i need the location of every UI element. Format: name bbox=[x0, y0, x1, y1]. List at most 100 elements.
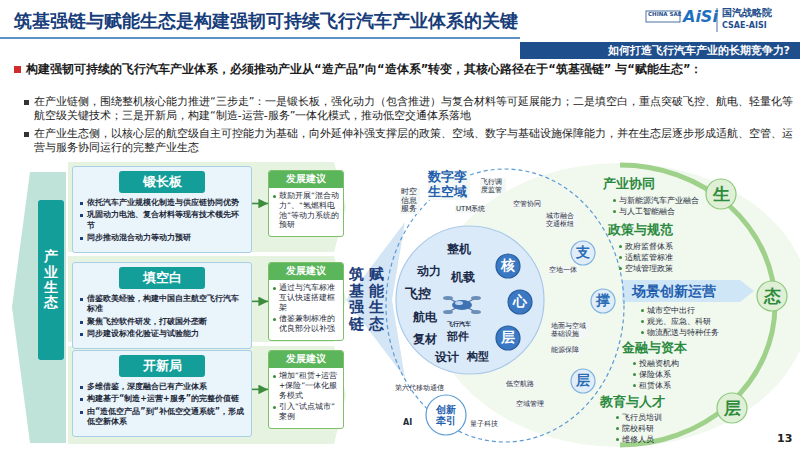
node-text: 同步建设标准化验证与试验能力 bbox=[79, 329, 245, 339]
group-item: 保险体系 bbox=[632, 370, 671, 379]
node-heading: 层 bbox=[724, 397, 741, 420]
item-text: 时空信息服务 bbox=[400, 188, 420, 214]
vertical-heading: 筑基强链 bbox=[349, 266, 364, 332]
group-heading: 政策与规范 bbox=[608, 222, 673, 238]
item-text: 部件 bbox=[447, 331, 469, 344]
strategy-box: 锻长板依托汽车产业规模化制造与供应链协同优势巩固动力电池、复合材料等现有技术领先… bbox=[72, 166, 252, 253]
group-item: 适航监管标准 bbox=[618, 253, 673, 262]
node-heading: 态 bbox=[764, 285, 781, 308]
item-text: 构型 bbox=[467, 351, 489, 364]
ring-outline bbox=[386, 169, 624, 442]
layer-letter: 生 bbox=[705, 178, 737, 210]
group-item: 城市空中出行 bbox=[640, 306, 695, 315]
node-text: 构建基于“制造+运营+服务”的完整价值链 bbox=[79, 394, 245, 404]
group-item: 维修人员 bbox=[615, 435, 654, 444]
node-text: 由“造低空产品”到“补低空交通系统”，形成低空新体系 bbox=[79, 407, 245, 428]
item-text: 空地一体 bbox=[548, 266, 578, 274]
item-text: 数字孪生空域 bbox=[428, 170, 470, 200]
circle-outline bbox=[571, 241, 595, 265]
circle-outline bbox=[571, 369, 595, 393]
node-heading: 心 bbox=[513, 293, 527, 311]
layer-letter: 态 bbox=[756, 280, 788, 312]
node-text: 多维借鉴，深度融合已有产业体系 bbox=[79, 382, 245, 392]
slide-title: 筑基强链与赋能生态是构建强韧可持续飞行汽车产业体系的关键 bbox=[14, 9, 518, 33]
node-heading: 创新牵引 bbox=[435, 404, 457, 426]
node-heading: 撑 bbox=[596, 292, 610, 310]
bullet-text: 构建强韧可持续的飞行汽车产业体系，必须推动产业从“造产品”向“造体系”转变，其核… bbox=[14, 62, 796, 76]
node-heading: 生 bbox=[713, 183, 730, 206]
group-heading: 场景创新运营 bbox=[632, 283, 716, 301]
node-heading: 层 bbox=[576, 372, 590, 390]
title-rule bbox=[0, 37, 520, 39]
chain-chevron bbox=[12, 172, 66, 443]
item-text: UTM系统 bbox=[455, 205, 486, 213]
page-number: 13 bbox=[777, 432, 792, 446]
item-text: 飞行调度监管 bbox=[480, 178, 506, 194]
logo-text: 国汽战略院 bbox=[722, 7, 772, 20]
node-text: 同步推动混合动力等动力预研 bbox=[79, 233, 245, 243]
circle-outline bbox=[757, 281, 787, 311]
group-heading: 产业协同 bbox=[603, 176, 655, 192]
layer-letter: 层 bbox=[570, 368, 596, 394]
circle-outline bbox=[717, 393, 747, 423]
group-item: 政府监督体系 bbox=[618, 242, 673, 251]
circle-outline bbox=[496, 254, 520, 278]
node-text: 借鉴兼制标准的优良部分以补强 bbox=[269, 314, 343, 334]
node-text: 聚焦飞控软件研发，打破国外垄断 bbox=[79, 317, 245, 327]
node-heading: 筑基强链 bbox=[349, 266, 364, 332]
node-heading: 开新局 bbox=[119, 355, 205, 377]
strategy-box: 开新局多维借鉴，深度融合已有产业体系构建基于“制造+运营+服务”的完整价值链由“… bbox=[72, 350, 252, 437]
node-text: 借鉴欧美经验，构建中国自主航空飞行汽车标准 bbox=[79, 294, 245, 315]
node-text: 引入“试点城市”案例 bbox=[269, 402, 343, 422]
node-heading: 发展建议 bbox=[269, 263, 343, 280]
circle-outline bbox=[706, 179, 736, 209]
node-heading: 核 bbox=[501, 257, 515, 275]
connector-arrow bbox=[252, 389, 268, 391]
layer-letter: 心 bbox=[507, 289, 533, 315]
node-text: 巩固动力电池、复合材料等现有技术领先环节 bbox=[79, 210, 245, 231]
flying-car-icon bbox=[443, 296, 481, 314]
node-text: 增加“租赁+运营+保险”一体化服务模式 bbox=[269, 371, 343, 400]
advice-box: 发展建议鼓励开展“混合动力”、“氢燃料电池”等动力系统的预研 bbox=[268, 170, 344, 237]
subtitle-band: 如何打造飞行汽车产业的长期竞争力? bbox=[520, 42, 800, 59]
core-circle: 整机动力机载飞控飞行汽车航电复材部件设计构型核心层 bbox=[395, 225, 545, 375]
item-text: 空域管理 bbox=[515, 400, 545, 408]
bullet-text: 在产业链侧，围绕整机核心能力推进“三步走”：一是锻长板，强化动力（包含推进）与复… bbox=[24, 95, 794, 123]
tech-label: 第六代移动通信 bbox=[395, 384, 444, 393]
group-heading: 教育与人才 bbox=[600, 394, 665, 410]
group-item: 租赁体系 bbox=[632, 381, 671, 390]
item-text: 复材 bbox=[413, 333, 437, 347]
layer-letter: 撑 bbox=[590, 288, 616, 314]
layer-letter: 层 bbox=[716, 392, 748, 424]
node-heading: 发展建议 bbox=[269, 351, 343, 368]
advice-box: 发展建议增加“租赁+运营+保险”一体化服务模式引入“试点城市”案例 bbox=[268, 350, 344, 429]
item-text: 整机 bbox=[447, 243, 471, 257]
vertical-heading: 赋能生态 bbox=[369, 266, 384, 332]
support-ring: 时空信息服务数字孪生空域UTM系统飞行调度监管空管协同城市融合交通枢纽空地一体地… bbox=[385, 168, 625, 443]
row-arrow bbox=[68, 346, 346, 444]
logo-text: CHINA SAE bbox=[648, 11, 681, 18]
innovation-circle: 创新牵引 bbox=[425, 394, 467, 436]
group-item: 物流配送与特种任务 bbox=[640, 328, 719, 337]
group-item: 与新能源汽车产业融合 bbox=[612, 196, 699, 205]
item-text: 航电 bbox=[413, 311, 437, 325]
advice-box: 发展建议通过与汽车标准互认快速搭建框架借鉴兼制标准的优良部分以补强 bbox=[268, 262, 344, 341]
circle-outline bbox=[591, 289, 615, 313]
connector-arrow bbox=[252, 301, 268, 303]
item-text: 空管协同 bbox=[512, 200, 542, 208]
item-text: 设计 bbox=[435, 351, 459, 365]
item-text: 机载 bbox=[451, 271, 475, 285]
layer-letter: 支 bbox=[570, 240, 596, 266]
group-item: 院校科研 bbox=[615, 424, 654, 433]
node-heading: 填空白 bbox=[119, 267, 205, 289]
group-heading: 金融与资本 bbox=[622, 340, 687, 356]
logo-text: CSAE-AISI bbox=[722, 21, 767, 31]
group-item: 投融资机构 bbox=[632, 359, 679, 368]
item-text: 动力 bbox=[417, 265, 441, 279]
node-heading: 产业生态 bbox=[44, 249, 58, 311]
scene-arrow-band bbox=[622, 280, 754, 302]
node-heading: 层 bbox=[501, 329, 515, 347]
strategy-box: 填空白借鉴欧美经验，构建中国自主航空飞行汽车标准聚焦飞控软件研发，打破国外垄断同… bbox=[72, 262, 252, 349]
item-text: 地面与空域基础设施 bbox=[550, 322, 590, 338]
